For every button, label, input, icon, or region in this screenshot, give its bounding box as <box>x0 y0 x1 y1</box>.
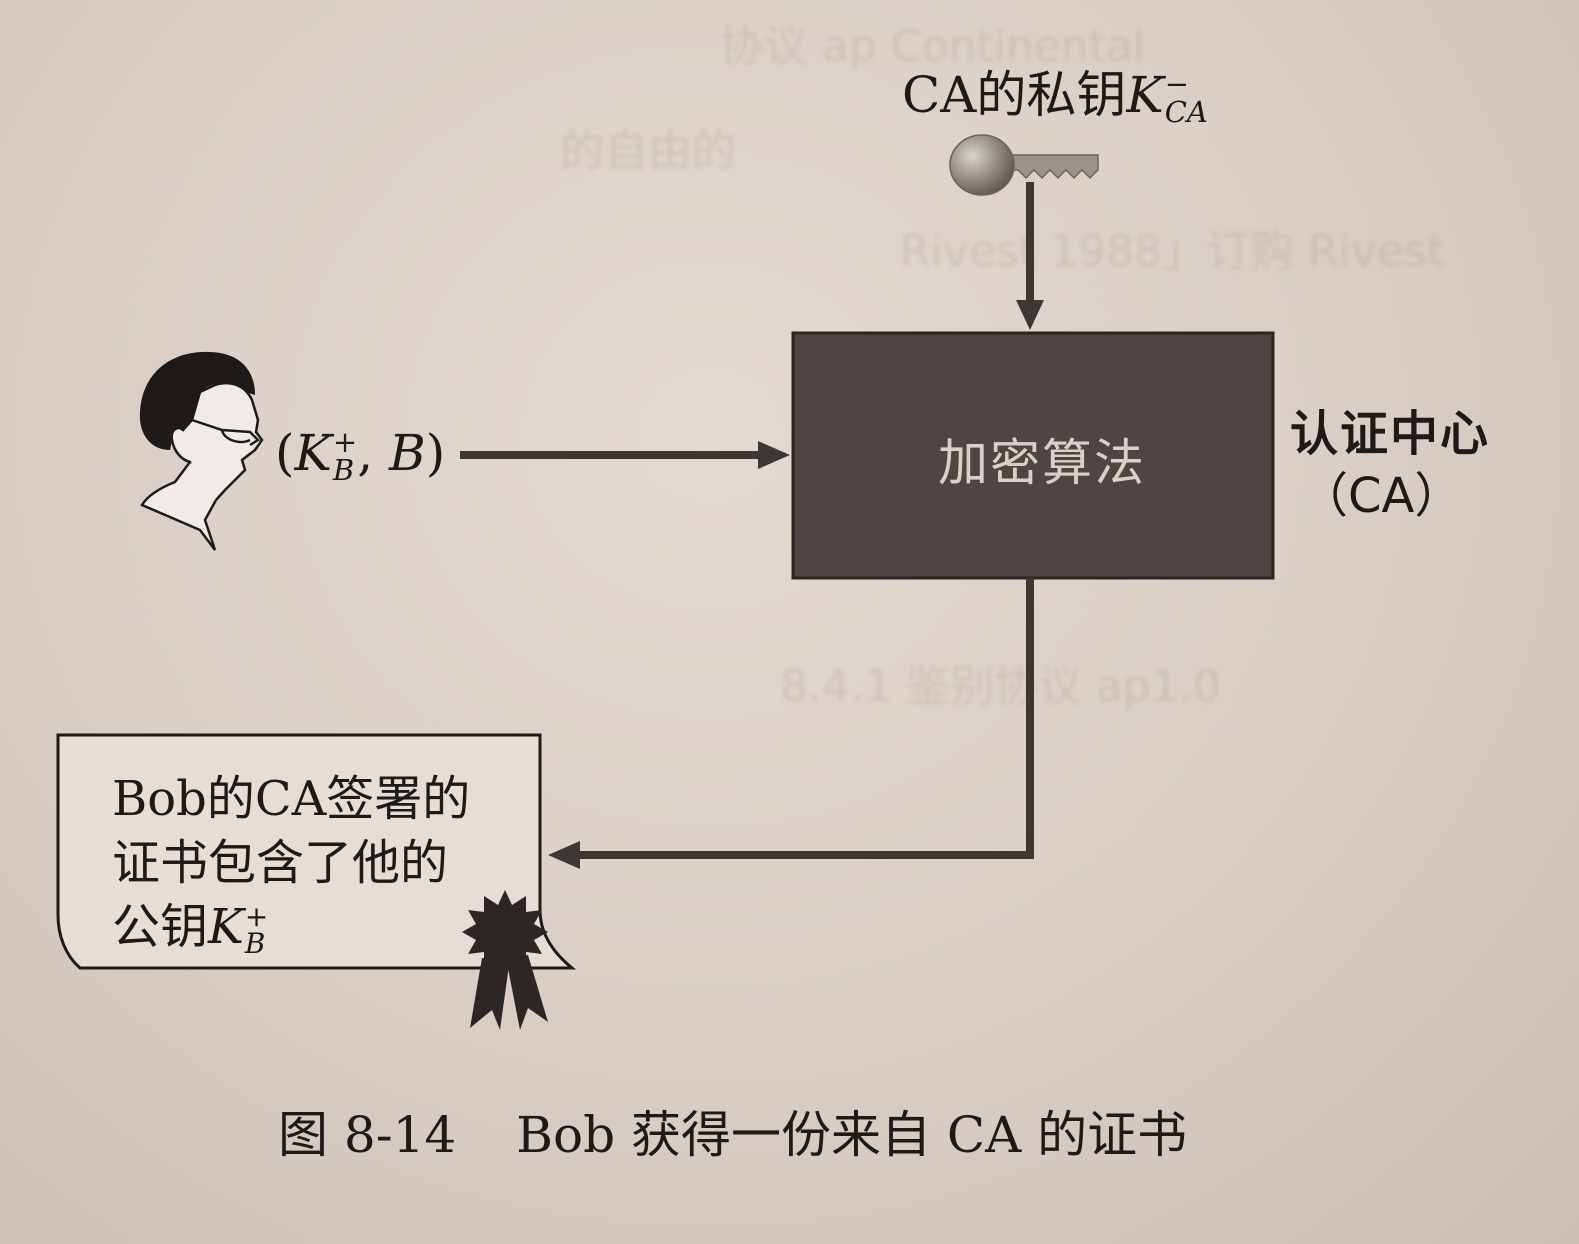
ca-private-key-label: CA的私钥K−CA <box>902 70 1208 127</box>
encryption-algorithm-label: 加密算法 <box>938 434 1146 492</box>
box-to-certificate-arrow <box>548 578 1034 869</box>
private-key-superscript: − <box>1164 67 1190 102</box>
input-key-superscript: + <box>332 425 358 460</box>
bleed-through-text: 协议 ap Continental <box>720 21 1146 72</box>
certificate-text: Bob的CA签署的 证书包含了他的 公钥K+B <box>112 767 470 959</box>
paren-close: ) <box>425 424 446 482</box>
certificate-line1: Bob的CA签署的 <box>112 771 471 827</box>
certificate-key-symbol: K <box>208 899 244 955</box>
bleed-through-text: 的自由的 <box>560 126 736 177</box>
input-separator: , <box>357 424 389 482</box>
key-icon <box>949 134 1099 196</box>
ca-label: 认证中心 （CA） <box>1290 410 1490 520</box>
person-to-box-arrow <box>460 441 790 469</box>
encryption-algorithm-box <box>791 331 1275 580</box>
private-key-subscript: CA <box>1164 95 1208 129</box>
certificate-key-subscript: B <box>244 926 266 960</box>
ca-label-line1: 认证中心 <box>1290 406 1491 462</box>
key-to-box-arrow <box>1016 182 1044 330</box>
private-key-prefix: CA的私钥 <box>902 66 1127 124</box>
ca-label-line2: （CA） <box>1300 468 1463 524</box>
private-key-symbol: K <box>1126 66 1164 124</box>
figure-caption-text: Bob 获得一份来自 CA 的证书 <box>516 1106 1188 1164</box>
certificate-key-superscript: + <box>244 900 269 934</box>
bob-input-label: (K+B, B) <box>275 428 445 485</box>
input-key-symbol: K <box>294 424 332 482</box>
bleed-through-text: Rivest 1988」订购 Rivest <box>900 226 1445 277</box>
certificate-line3-prefix: 公钥 <box>112 899 209 955</box>
certificate-paper <box>56 733 577 970</box>
seal-ribbon-icon <box>462 890 548 1030</box>
figure-number: 图 8-14 <box>278 1106 457 1164</box>
certificate-line2: 证书包含了他的 <box>112 835 449 891</box>
input-bob-identity: B <box>388 424 426 482</box>
paren-open: ( <box>275 424 295 482</box>
bleed-through-text: 8.4.1 鉴别协议 ap1.0 <box>780 661 1221 712</box>
certificate-line3: 公钥K+B <box>112 895 470 959</box>
input-key-subscript: B <box>332 453 355 487</box>
bob-person-icon <box>139 351 264 551</box>
